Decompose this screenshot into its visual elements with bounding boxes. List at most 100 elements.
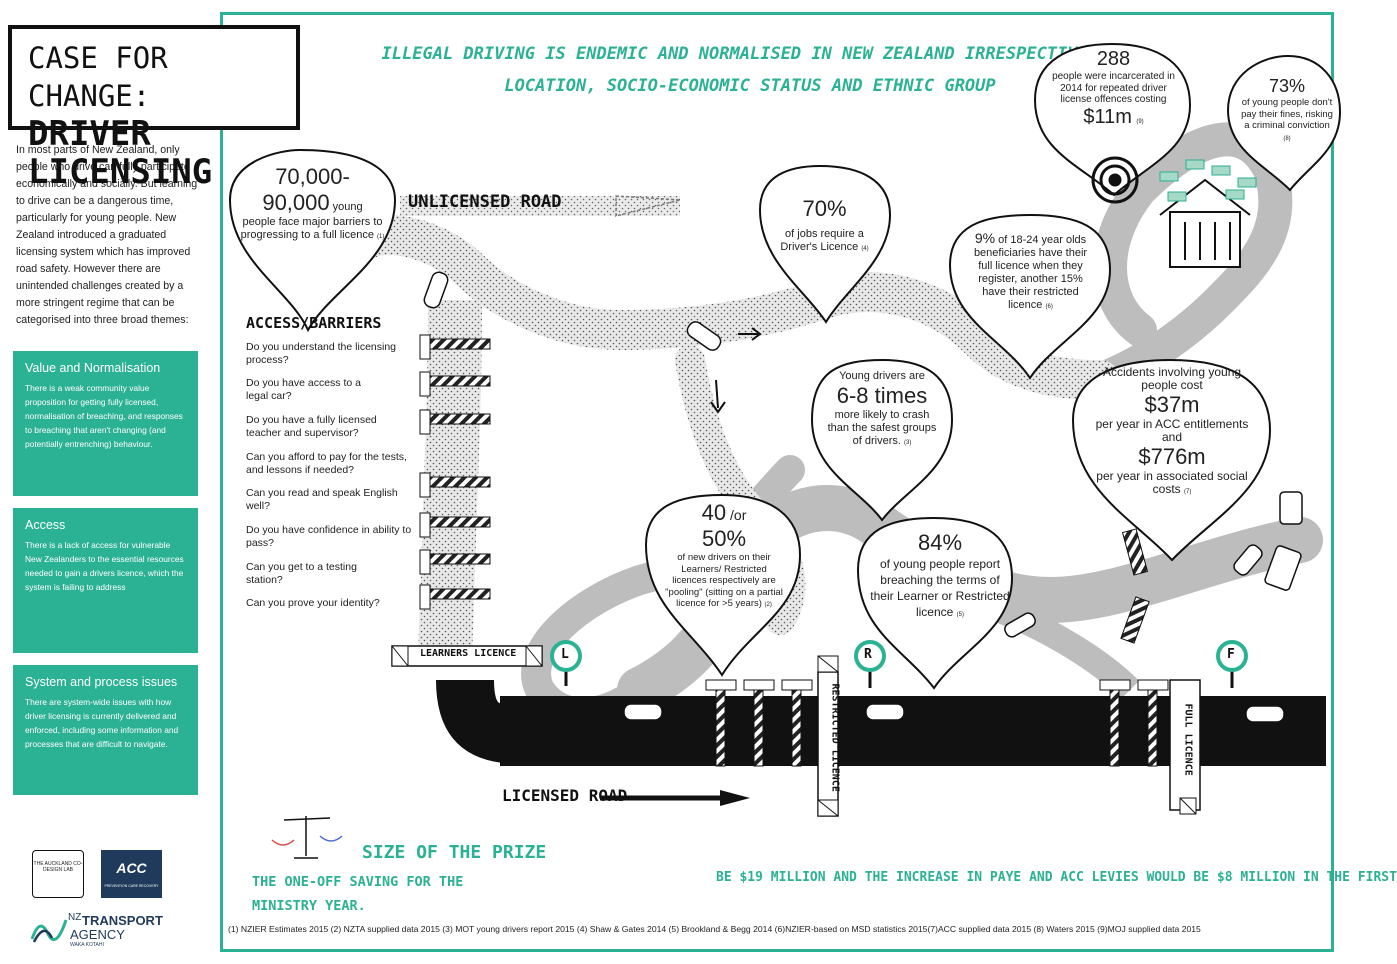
stat-text: per year in associated social costs [1096,469,1248,496]
stat-number: $776m [1138,444,1206,469]
title-line-1: Case for change: [28,41,168,113]
stat-text-wrap: of young people report breaching the ter… [870,556,1010,623]
bubble-accidents [1071,358,1272,562]
stat-ref: (5) [956,612,965,618]
auckland-logo-text: THE AUCKLAND CO-DESIGN LAB [33,861,83,873]
theme-body: There are system-wide issues with how dr… [25,697,179,749]
stat-ref: (7) [1184,489,1192,495]
acc-logo-text: ACC [116,860,147,876]
bubble-fines [1226,54,1342,192]
theme-value-normalisation: Value and Normalisation There is a weak … [13,351,198,496]
sign-posts [550,640,1248,688]
stat-text: Accidents involving young people cost [1102,365,1242,392]
stat-text-wrap: of young people don't pay their fines, r… [1240,97,1334,145]
barrier-question: Can you afford to pay for the tests, and… [246,451,407,476]
car-icons [423,271,1303,723]
crash-stat: Young drivers are 6-8 times more likely … [826,370,938,450]
pooling-stat: 40 /or 50% of new drivers on their Learn… [664,500,784,612]
stat-text-wrap: of new drivers on their Learners/ Restri… [664,552,784,612]
title-line-2: Driver licensing [28,114,213,192]
licensed-arrow-icon [720,790,750,806]
barrier-question: Can you prove your identity? [246,597,380,609]
scales-icon [271,816,343,859]
stat-text: more likely to crash than the safest gro… [827,409,937,447]
bubble-beneficiaries [948,213,1112,380]
stat-ref: (6) [1045,304,1053,310]
barrier-question: Do you have confidence in ability to pas… [246,524,412,549]
stat-ref: (3) [904,440,912,446]
stat-text: Young drivers are [839,370,925,382]
stat-number: 9% [974,230,996,246]
stat-ref: (8) [1283,135,1291,142]
theme-title: System and process issues [25,675,178,689]
theme-access: Access There is a lack of access for vul… [13,508,198,653]
barrier-question: Do you have access to a legal car? [246,377,361,402]
prize-title: Size of the prize [362,842,547,863]
stat-text-wrap: more likely to crash than the safest gro… [826,409,938,450]
stat-text: of young people report breaching the ter… [870,557,1010,619]
prison-house-icon [1159,178,1251,268]
road-posts [705,528,1169,767]
licensed-road-label: Licensed road [502,786,628,805]
incarcerated-stat: 288 people were incarcerated in 2014 for… [1046,48,1181,129]
stat-number: 50% [701,526,747,551]
nzta-nz: NZ [68,912,82,923]
stat-text: of young people don't pay their fines, r… [1241,97,1333,131]
prize-right-text: be $19 million and the increase in PAYE … [716,870,1397,885]
title-box: Case for change: Driver licensing [8,25,300,191]
sign-f: F [1227,647,1235,662]
stat-number: $37m [1144,392,1200,417]
stat-number: 40 [701,500,727,525]
stat-text-wrap: per year in associated social costs (7) [1092,470,1252,499]
stat-number: $11m [1083,105,1132,128]
stat-ref: (2) [764,602,772,608]
nzta-waka: WAKA KOTAHI [70,942,104,948]
stat-text: of new drivers on their Learners/ Restri… [665,552,783,609]
intro-text: In most parts of New Zealand, only peopl… [16,144,198,326]
stat-text: of jobs require a Driver's Licence [780,228,864,253]
stat-text: /or [726,507,747,523]
stat-text-wrap: of jobs require a Driver's Licence (4) [772,228,877,256]
beneficiaries-stat: 9% of 18-24 year olds beneficiaries have… [968,230,1093,314]
road-scene [228,42,1342,859]
stat-text: of 18-24 year olds beneficiaries have th… [973,234,1088,311]
target-icon [1091,156,1139,204]
theme-system-process: System and process issues There are syst… [13,665,198,795]
restricted-licence-label: Restricted Licence [829,683,841,792]
barrier-question: Do you have a fully licensed teacher and… [246,414,377,439]
nzta-mark-icon [30,919,68,943]
stat-number: 288 [1096,48,1131,70]
sign-r: R [864,647,872,662]
bubble-incarcerated [1033,42,1192,197]
barrier-question: Can you get to a testing station? [246,561,357,586]
stat-number: 90,000 [262,190,330,215]
jobs-stat: 70% of jobs require a Driver's Licence (… [772,196,877,256]
auckland-codesign-logo: THE AUCKLAND CO-DESIGN LAB [32,850,84,898]
nzta-agency: AGENCY [70,927,125,942]
theme-title: Value and Normalisation [25,361,161,375]
barrier-question: Can you read and speak English well? [246,487,398,512]
stat-text: young [329,201,363,213]
nzta-transport: TRANSPORT [82,913,163,928]
stat-number: 70,000- [275,164,350,189]
stat-number-line: 90,000 young [240,190,385,216]
stat-text: people face major barriers to progressin… [240,216,385,244]
dotted-road-main [330,215,1120,400]
bubble-young-people [228,148,397,333]
stat-text: people face major barriers to progressin… [240,216,383,241]
unlicensed-arrow-icon [615,195,681,217]
full-licence-label: Full Licence [1182,703,1194,776]
stat-ref: (4) [861,246,869,252]
stat-ref: (1) [377,234,385,240]
barrier-question: Do you understand the licensing process? [246,341,397,366]
learners-licence-label: Learners Licence [420,648,517,659]
dotted-arrow-shaft [400,196,680,216]
headline: Illegal driving is endemic and normalise… [381,44,1119,96]
stat-text-wrap: 9% of 18-24 year olds beneficiaries have… [968,230,1093,314]
prize-left-text: The one-off saving for the Ministry year… [252,874,464,914]
breaching-stat: 84% of young people report breaching the… [870,530,1010,623]
sign-l: L [561,647,569,662]
bubble-jobs [758,164,892,324]
fines-stat: 73% of young people don't pay their fine… [1240,76,1334,145]
theme-body: There is a weak community value proposit… [25,383,183,449]
